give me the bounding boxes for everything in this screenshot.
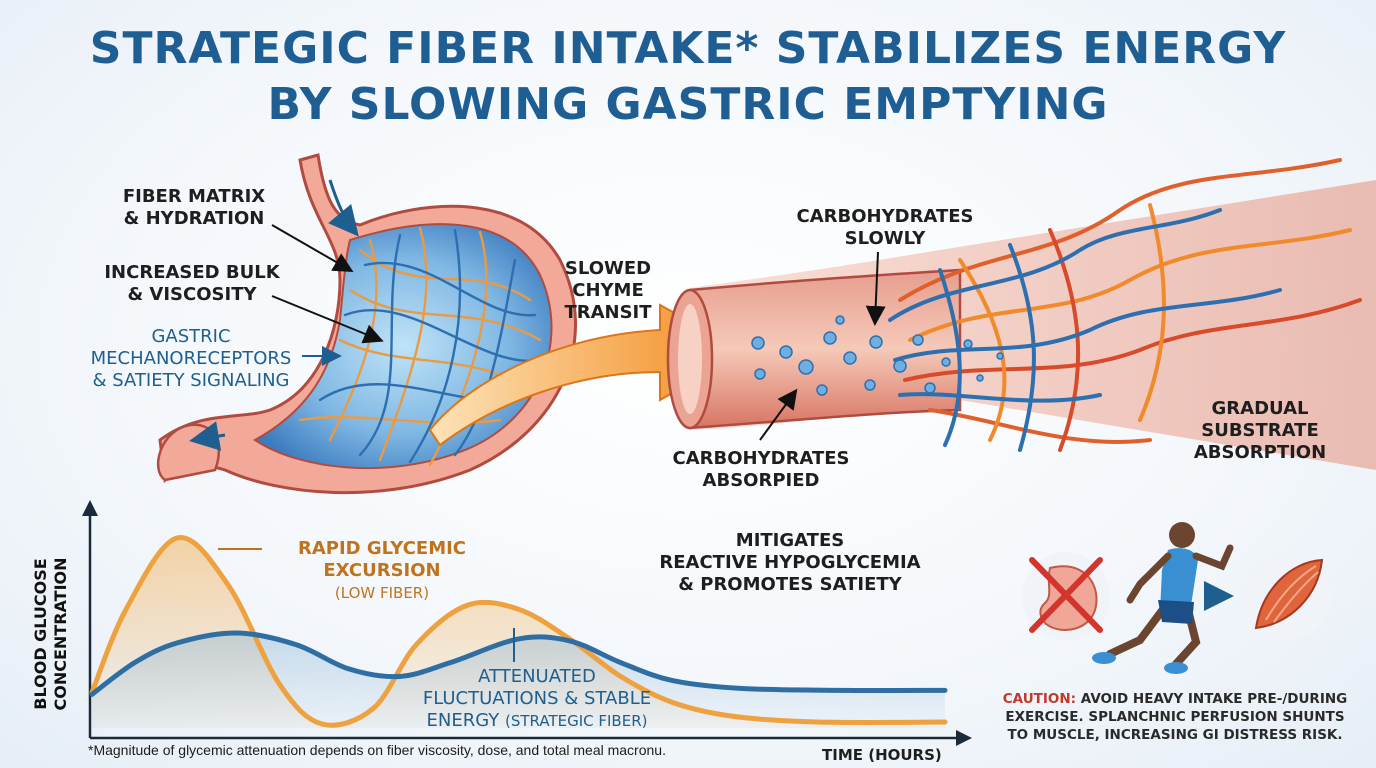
- label-bulk-line-2: & VISCOSITY: [127, 284, 257, 305]
- label-mechano-line-3: & SATIETY SIGNALING: [92, 370, 290, 391]
- caution-line-2: EXERCISE. SPLANCHNIC PERFUSION SHUNTS: [1005, 709, 1345, 725]
- annotation-attenuated: ATTENUATED FLUCTUATIONS & STABLE ENERGY …: [412, 666, 662, 732]
- label-transit-line-2: CHYME: [572, 280, 644, 301]
- annotation-rapid-sub: (LOW FIBER): [334, 584, 430, 602]
- label-mechanoreceptors: GASTRIC MECHANORECEPTORS & SATIETY SIGNA…: [82, 326, 300, 392]
- fiber-strands: [298, 226, 542, 467]
- label-carbs-slowly-line-2: SLOWLY: [844, 228, 926, 249]
- annotation-attenuated-line-2: FLUCTUATIONS & STABLE: [422, 688, 652, 709]
- label-increased-bulk: INCREASED BULK & VISCOSITY: [94, 262, 290, 306]
- no-symbol-icon: [1029, 557, 1103, 633]
- series-0-line: [89, 535, 948, 728]
- label-carbs-absorbed-line-2: ABSORPIED: [702, 470, 820, 491]
- y-axis-label: BLOOD GLUCOSECONCENTRATION: [31, 557, 70, 710]
- annotation-attenuated-line-3: ENERGY: [426, 710, 500, 731]
- x-axis-label: TIME (HOURS): [822, 746, 942, 764]
- caution-keyword: CAUTION:: [1002, 691, 1077, 707]
- label-carbs-slowly: CARBOHYDRATES SLOWLY: [780, 206, 990, 250]
- annotation-rapid-line-2: EXCURSION: [323, 560, 441, 581]
- caution-line-3: TO MUSCLE, INCREASING GI DISTRESS RISK.: [1007, 727, 1343, 743]
- caution-line-1: AVOID HEAVY INTAKE PRE-/DURING: [1080, 691, 1348, 707]
- annotation-rapid-line-1: RAPID GLYCEMIC: [297, 538, 467, 559]
- label-fiber-matrix-line-1: FIBER MATRIX: [122, 186, 266, 207]
- label-mitigates-line-1: MITIGATES: [735, 530, 845, 551]
- label-transit-line-1: SLOWED: [564, 258, 652, 279]
- title-line-2: BY SLOWING GASTRIC EMPTYING: [267, 79, 1109, 130]
- runner-icon: [1092, 522, 1234, 674]
- series-1-area: [92, 632, 945, 728]
- footnote: *Magnitude of glycemic attenuation depen…: [88, 742, 666, 758]
- title-line-1: STRATEGIC FIBER INTAKE* STABILIZES ENERG…: [89, 23, 1287, 74]
- label-slowed-chyme-transit: SLOWED CHYME TRANSIT: [548, 258, 668, 324]
- label-carbs-slowly-line-1: CARBOHYDRATES: [796, 206, 974, 227]
- label-gradual-line-2: SUBSTRATE: [1201, 420, 1319, 441]
- label-gradual-absorption: GRADUAL SUBSTRATE ABSORPTION: [1180, 398, 1340, 464]
- y-axis-label-line-2: CONCENTRATION: [51, 557, 70, 710]
- label-mitigates: MITIGATES REACTIVE HYPOGLYCEMIA & PROMOT…: [640, 530, 940, 596]
- caution-text: CAUTION: AVOID HEAVY INTAKE PRE-/DURING …: [990, 690, 1360, 744]
- intestine-illustration: [666, 158, 1376, 470]
- label-fiber-matrix-line-2: & HYDRATION: [123, 208, 265, 229]
- label-carbs-absorbed-line-1: CARBOHYDRATES: [672, 448, 850, 469]
- series-0-area: [92, 537, 945, 728]
- label-mechano-line-1: GASTRIC: [151, 326, 231, 347]
- label-transit-line-3: TRANSIT: [564, 302, 652, 323]
- label-carbs-absorbed: CARBOHYDRATES ABSORPIED: [656, 448, 866, 492]
- x-axis-arrow-icon: [956, 730, 972, 746]
- label-mitigates-line-3: & PROMOTES SATIETY: [678, 574, 902, 595]
- y-axis-arrow-icon: [82, 500, 98, 516]
- label-mechano-line-2: MECHANORECEPTORS: [90, 348, 292, 369]
- y-axis-label-line-1: BLOOD GLUCOSE: [31, 558, 50, 709]
- label-bulk-line-1: INCREASED BULK: [104, 262, 280, 283]
- label-fiber-matrix: FIBER MATRIX & HYDRATION: [104, 186, 284, 230]
- glucose-chart: BLOOD GLUCOSECONCENTRATION: [31, 500, 972, 746]
- caution-icons: [1022, 522, 1332, 674]
- annotation-attenuated-line-1: ATTENUATED: [478, 666, 596, 687]
- label-mitigates-line-2: REACTIVE HYPOGLYCEMIA: [659, 552, 921, 573]
- label-gradual-line-3: ABSORPTION: [1193, 442, 1327, 463]
- muscle-icon: [1254, 558, 1324, 630]
- annotation-attenuated-sub: (STRATEGIC FIBER): [505, 712, 648, 730]
- series-1-line: [89, 630, 948, 697]
- label-gradual-line-1: GRADUAL: [1211, 398, 1309, 419]
- annotation-rapid-excursion: RAPID GLYCEMIC EXCURSION (LOW FIBER): [272, 538, 492, 604]
